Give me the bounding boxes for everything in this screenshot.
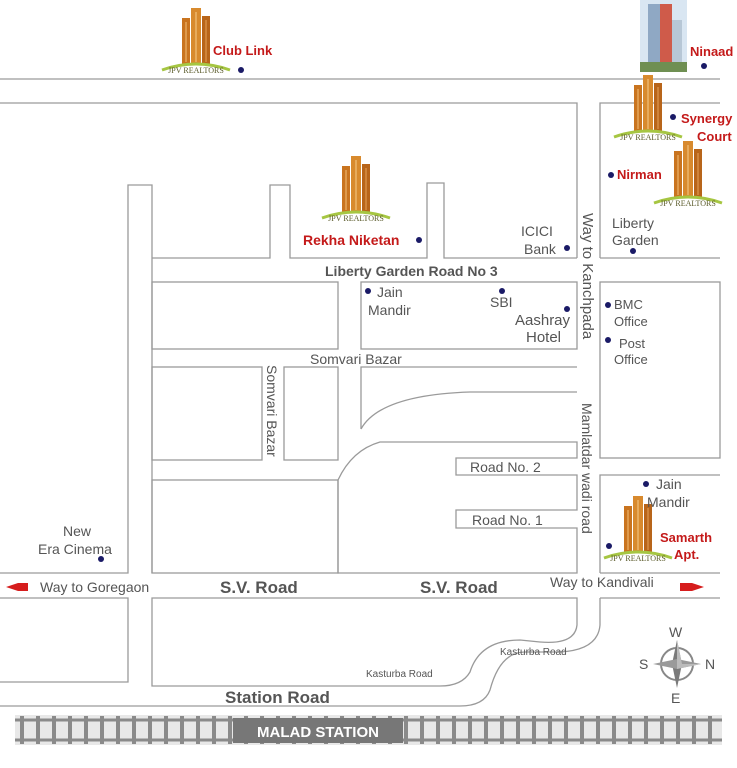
brand-logo-text: JPV REALTORS xyxy=(328,214,384,223)
rekha-niketan-marker xyxy=(416,237,422,243)
liberty-garden-label-2: Garden xyxy=(612,232,659,248)
ninaad-building-image xyxy=(640,0,687,72)
sbi-label: SBI xyxy=(490,294,513,310)
synergy-court-label-2: Court xyxy=(697,129,732,144)
malad-station-box xyxy=(233,718,403,743)
synergy-court-marker xyxy=(670,114,676,120)
rekha-niketan-label: Rekha Niketan xyxy=(303,232,399,248)
jain-mandir-marker xyxy=(365,288,371,294)
road-network xyxy=(0,78,721,707)
icici-bank-label-1: ICICI xyxy=(521,223,553,239)
bmc-office-marker xyxy=(605,302,611,308)
compass-e-label: E xyxy=(671,690,680,706)
ninaad-marker xyxy=(701,63,707,69)
jain-mandir-label-2: Mandir xyxy=(368,302,411,318)
samarth-apt-label-2: Apt. xyxy=(674,547,699,562)
kasturba-road-label-2: Kasturba Road xyxy=(500,647,567,658)
logo-rekha-niketan: JPV REALTORS xyxy=(320,154,392,223)
ninaad-label: Ninaad xyxy=(690,44,733,59)
somvari-bazar-label: Somvari Bazar xyxy=(310,351,402,367)
nirman-marker xyxy=(608,172,614,178)
road-no-2-label: Road No. 2 xyxy=(470,459,541,475)
new-era-cinema-label-1: New xyxy=(63,523,92,539)
way-goregaon-label: Way to Goregaon xyxy=(40,579,149,595)
logo-club-link: JPV REALTORS xyxy=(160,6,232,75)
goregaon-arrow-icon xyxy=(6,583,28,591)
new-era-cinema-marker xyxy=(98,556,104,562)
road-no-1-label: Road No. 1 xyxy=(472,512,543,528)
compass-n-label: N xyxy=(705,656,715,672)
jain-mandir-2-marker xyxy=(643,481,649,487)
brand-logo-text: JPV REALTORS xyxy=(168,66,224,75)
aashray-hotel-label-1: Aashray xyxy=(515,312,571,329)
way-kanchpada-label: Way to Kanchpada xyxy=(579,213,596,340)
kasturba-road-label-1: Kasturba Road xyxy=(366,669,433,680)
bmc-office-label-1: BMC xyxy=(614,297,643,312)
post-office-label-1: Post xyxy=(619,336,645,351)
jain-mandir-2-label-2: Mandir xyxy=(647,494,690,510)
post-office-marker xyxy=(605,337,611,343)
station-road-label: Station Road xyxy=(225,688,330,707)
brand-logo-text: JPV REALTORS xyxy=(620,133,676,142)
icici-bank-label-2: Bank xyxy=(524,241,557,257)
samarth-apt-marker xyxy=(606,543,612,549)
aashray-hotel-label-2: Hotel xyxy=(526,329,561,346)
sv-road-label-2: S.V. Road xyxy=(420,578,498,597)
logo-synergy: JPV REALTORS xyxy=(612,73,684,142)
samarth-apt-label-1: Samarth xyxy=(660,530,712,545)
club-link-label: Club Link xyxy=(213,43,273,58)
kandivali-arrow-icon xyxy=(680,583,704,591)
compass-icon xyxy=(653,640,701,688)
jain-mandir-label-1: Jain xyxy=(377,284,403,300)
aashray-hotel-marker xyxy=(564,306,570,312)
jain-mandir-2-label-1: Jain xyxy=(656,476,682,492)
liberty-garden-road-label: Liberty Garden Road No 3 xyxy=(325,263,498,279)
sv-road-label-1: S.V. Road xyxy=(220,578,298,597)
way-kandivali-label: Way to Kandivali xyxy=(550,574,654,590)
malad-station-label: MALAD STATION xyxy=(257,724,379,741)
liberty-garden-marker xyxy=(630,248,636,254)
icici-bank-marker xyxy=(564,245,570,251)
liberty-garden-label-1: Liberty xyxy=(612,215,654,231)
compass-s-label: S xyxy=(639,656,648,672)
brand-logo-text: JPV REALTORS xyxy=(660,199,716,208)
compass-w-label: W xyxy=(669,624,683,640)
mamlatdar-road-label: Mamlatdar wadi road xyxy=(579,403,595,534)
logo-nirman: JPV REALTORS xyxy=(652,139,724,208)
club-link-marker xyxy=(238,67,244,73)
synergy-court-label-1: Synergy xyxy=(681,111,733,126)
nirman-label: Nirman xyxy=(617,167,662,182)
sbi-marker xyxy=(499,288,505,294)
somvari-bazar-vertical-label: Somvari Bazar xyxy=(264,365,280,457)
new-era-cinema-label-2: Era Cinema xyxy=(38,541,112,557)
location-markers xyxy=(98,63,707,562)
brand-logo-text: JPV REALTORS xyxy=(610,554,666,563)
post-office-label-2: Office xyxy=(614,352,648,367)
bmc-office-label-2: Office xyxy=(614,314,648,329)
logo-samarth: JPV REALTORS xyxy=(602,494,674,563)
